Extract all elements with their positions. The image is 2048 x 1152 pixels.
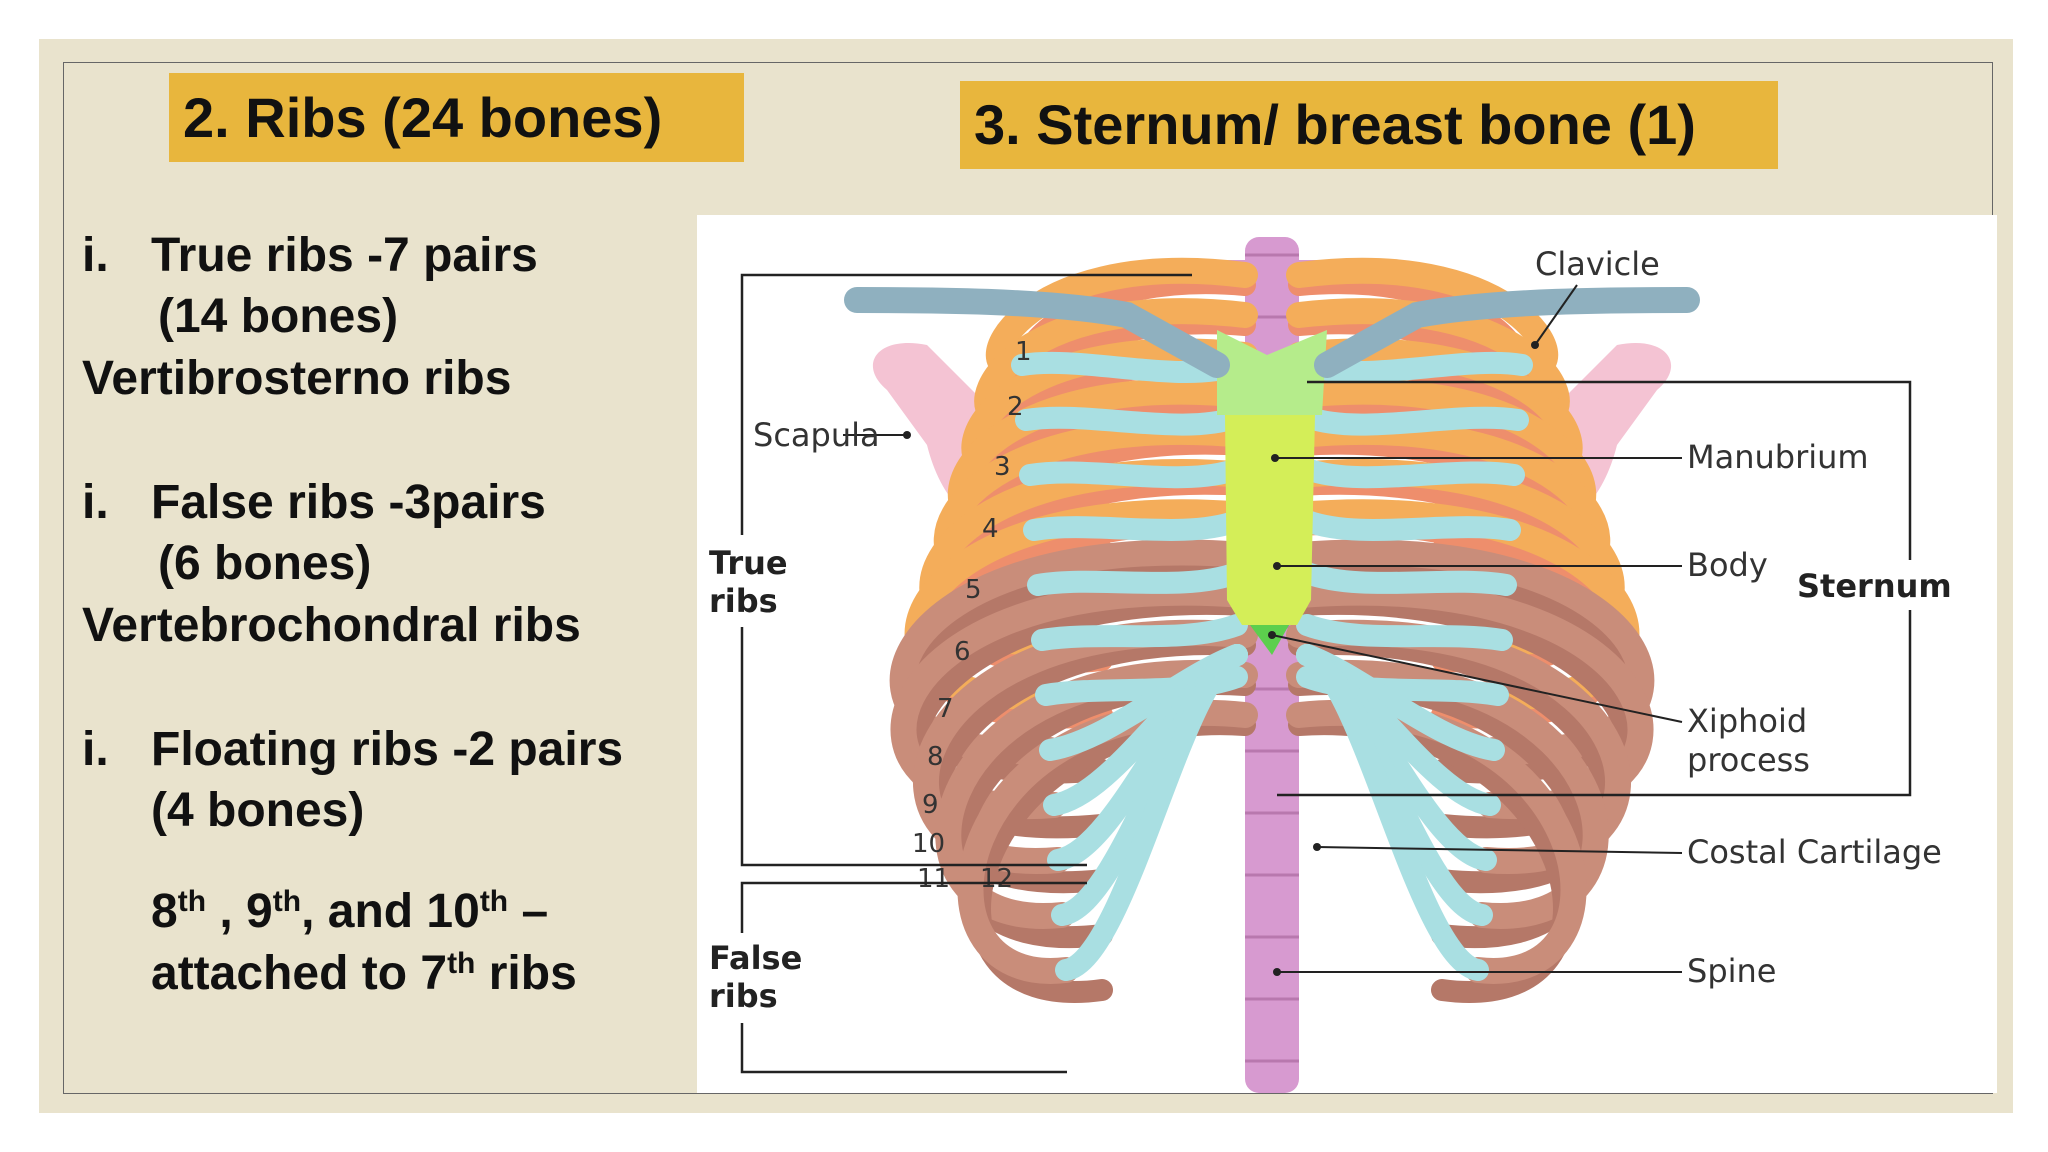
label-manubrium: Manubrium (1687, 438, 1869, 476)
true-ribs-line1: True ribs -7 pairs (151, 229, 538, 282)
label-spine: Spine (1687, 952, 1776, 990)
label-costal-cartilage: Costal Cartilage (1687, 833, 1942, 871)
rib-number-4: 4 (982, 514, 999, 544)
brackets (740, 273, 1912, 1074)
leader-dot-7 (1273, 968, 1281, 976)
leader-line-6 (1316, 846, 1683, 854)
label-sternum: Sternum (1797, 567, 1952, 605)
false-ribs-bracket-bottom (740, 1023, 1067, 1074)
leader-lines (843, 284, 1683, 973)
true-ribs-bracket-top (740, 273, 1192, 535)
rib-back-right-10 (1288, 632, 1619, 894)
cartilage-left-5 (1027, 562, 1248, 596)
rib-number-3: 3 (994, 452, 1011, 482)
label-xiphoid-1: Xiphoid (1687, 702, 1807, 740)
leader-dot-5 (1268, 631, 1276, 639)
attachment-note-line2: attached to 7th ribs (151, 947, 577, 1000)
rib-number-11: 11 (917, 864, 950, 894)
clavicle-shapes (844, 287, 1700, 378)
rib-number-7: 7 (937, 694, 954, 724)
cartilage-left-6 (1031, 614, 1248, 651)
leader-line-5 (1271, 634, 1683, 723)
label-false-ribs-1: False (709, 939, 802, 977)
false-ribs-line3: Vertebrochondral ribs (82, 599, 581, 652)
rib-number-5: 5 (965, 575, 982, 605)
costal-cartilage-shapes (1011, 351, 1533, 981)
label-xiphoid-2: process (1687, 741, 1810, 779)
cartilage-left-2 (1015, 406, 1248, 436)
sternum-bracket-top (1307, 380, 1912, 560)
leader-dot-6 (1313, 843, 1321, 851)
diagram-labels: Clavicle Scapula Manubrium Body Sternum … (709, 245, 1952, 1015)
rib-number-2: 2 (1007, 392, 1024, 422)
clavicle-right (1314, 287, 1700, 378)
sternum-bracket-bottom (1277, 610, 1912, 797)
true-ribs-line3: Vertibrosterno ribs (82, 352, 512, 405)
xiphoid-process (1250, 625, 1289, 655)
leader-dots (903, 341, 1539, 976)
cartilage-left-12 (1055, 644, 1248, 981)
cartilage-right-12 (1296, 644, 1489, 981)
rib-number-6: 6 (954, 637, 971, 667)
sternum-heading-text: 3. Sternum/ breast bone (1) (974, 93, 1696, 156)
ribs-heading: 2. Ribs (24 bones) (169, 73, 744, 162)
clavicle-left (844, 287, 1230, 378)
rib-number-12: 12 (980, 864, 1013, 894)
cartilage-right-6 (1296, 614, 1513, 651)
floating-ribs-marker: i. (82, 723, 109, 776)
rib-back-left-10 (925, 632, 1256, 894)
cartilage-right-5 (1296, 562, 1517, 596)
false-ribs-marker: i. (82, 476, 109, 529)
false-ribs-line2: (6 bones) (158, 537, 372, 590)
label-false-ribs-2: ribs (709, 977, 778, 1015)
label-true-ribs-1: True (709, 544, 788, 582)
false-ribs-bracket-top (740, 881, 1087, 933)
label-clavicle: Clavicle (1535, 245, 1660, 283)
sternum-heading: 3. Sternum/ breast bone (1) (960, 81, 1778, 169)
floating-ribs-line2: (4 bones) (151, 784, 365, 837)
sternum-body (1225, 415, 1315, 625)
cartilage-right-3 (1296, 458, 1525, 489)
rib-number-9: 9 (922, 790, 939, 820)
leader-dot-4 (1273, 562, 1281, 570)
ribs-heading-text: 2. Ribs (24 bones) (183, 85, 663, 149)
cartilage-right-4 (1296, 510, 1521, 541)
manubrium (1217, 330, 1327, 415)
leader-dot-1 (1531, 341, 1539, 349)
cartilage-left-4 (1023, 510, 1248, 541)
cartilage-right-2 (1296, 406, 1529, 436)
true-ribs-bracket-bottom (740, 627, 1087, 867)
floating-ribs-line1: Floating ribs -2 pairs (151, 723, 624, 776)
cartilage-left-3 (1019, 458, 1248, 489)
leader-line-1 (1534, 284, 1578, 346)
false-ribs-line1: False ribs -3pairs (151, 476, 546, 529)
leader-dot-3 (1271, 454, 1279, 462)
rib-number-10: 10 (912, 829, 945, 859)
true-ribs-line2: (14 bones) (158, 290, 399, 343)
label-body: Body (1687, 546, 1768, 584)
sternum (1217, 330, 1327, 655)
label-true-ribs-2: ribs (709, 582, 778, 620)
label-scapula: Scapula (753, 416, 880, 454)
attachment-note-line1: 8th , 9th, and 10th – (151, 885, 549, 938)
leader-dot-2 (903, 431, 911, 439)
true-ribs-marker: i. (82, 229, 109, 282)
rib-number-1: 1 (1015, 337, 1032, 367)
rib-number-8: 8 (927, 742, 944, 772)
